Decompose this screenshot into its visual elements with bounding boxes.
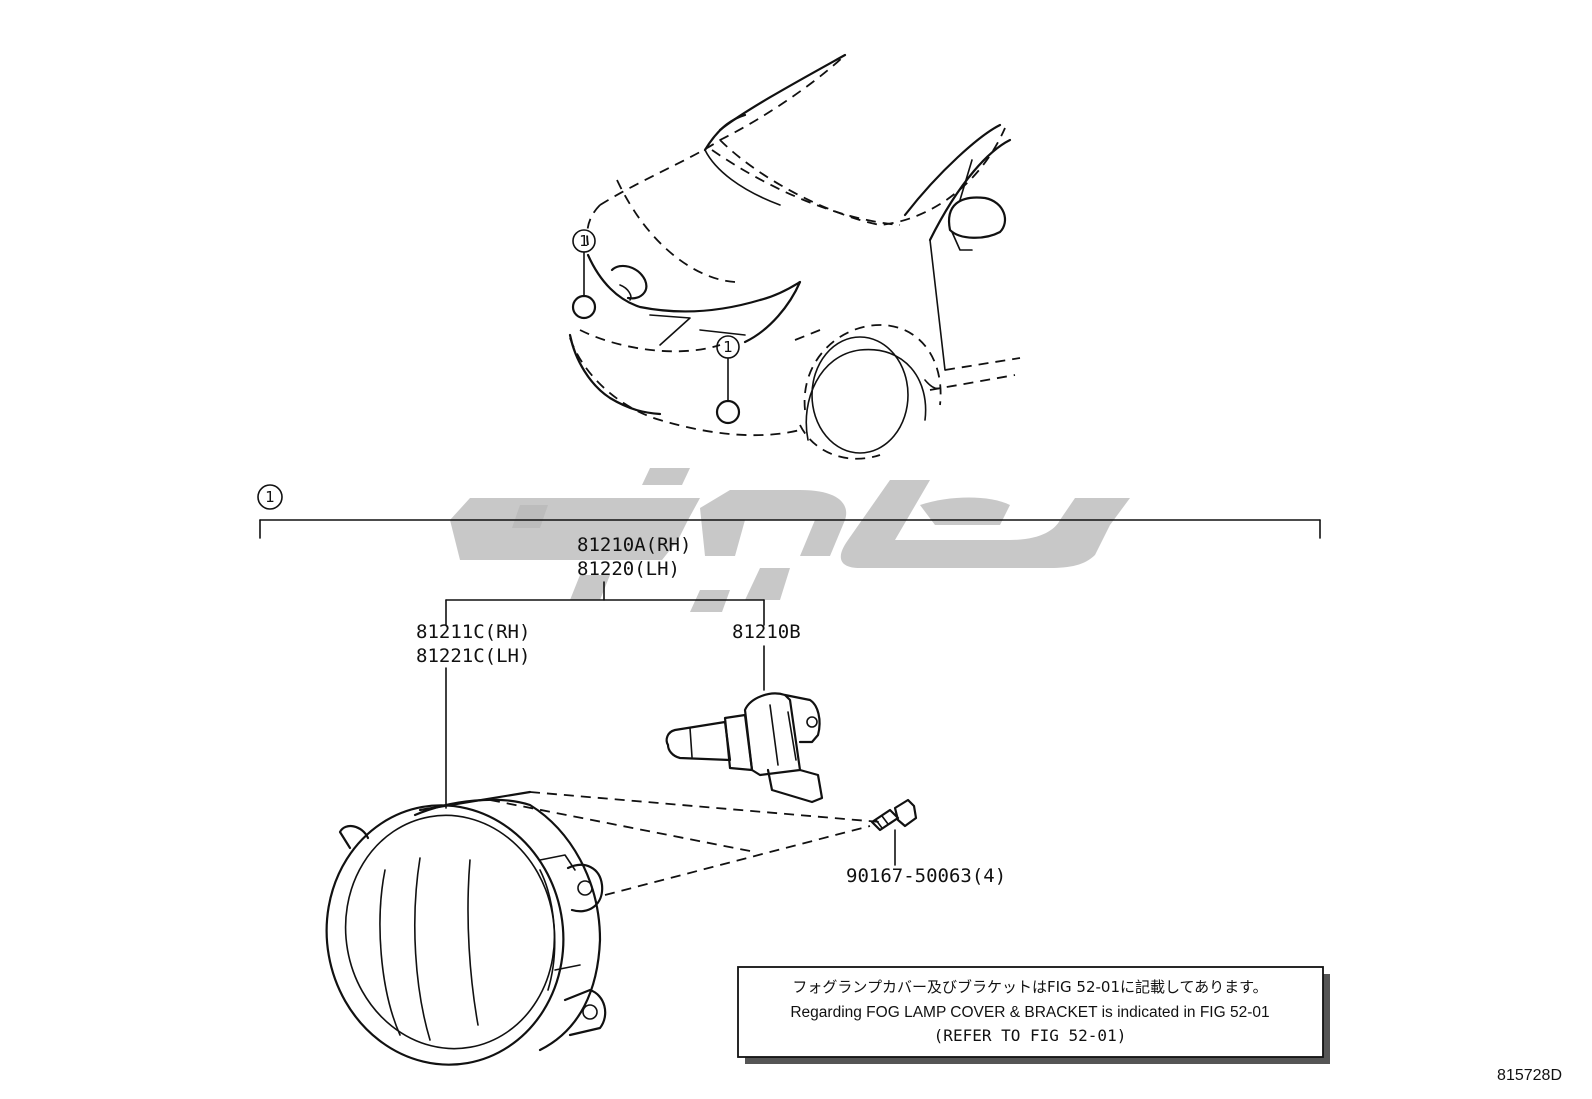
label-screw: 90167-50063(4)	[846, 865, 1006, 887]
car-front-illustration: 1 1	[568, 53, 1021, 460]
fog-lamp-illustration	[325, 790, 881, 1066]
figure-id: 815728D	[1497, 1067, 1562, 1084]
callout-ref-top-right: 1	[723, 338, 733, 356]
callout-ref-assembly: 1	[265, 488, 275, 506]
label-housing-lh: 81221C(LH)	[416, 645, 530, 667]
note-reference: (REFER TO FIG 52-01)	[934, 1026, 1127, 1045]
note-japanese: フォグランプカバー及びブラケットはFIG 52-01に記載してあります。	[792, 978, 1267, 996]
label-housing-rh: 81211C(RH)	[416, 621, 530, 643]
callout-ref-top-left: 1	[579, 232, 589, 250]
label-assembly-rh: 81210A(RH)	[577, 534, 691, 556]
watermark-logo	[450, 468, 1130, 612]
part-labels: 81210A(RH) 81220(LH) 81211C(RH) 81221C(L…	[416, 534, 1006, 887]
label-assembly-lh: 81220(LH)	[577, 558, 680, 580]
note-box: フォグランプカバー及びブラケットはFIG 52-01に記載してあります。 Reg…	[737, 966, 1330, 1064]
bulb-illustration	[665, 692, 824, 804]
note-english: Regarding FOG LAMP COVER & BRACKET is in…	[790, 1004, 1269, 1021]
screw-illustration	[870, 798, 918, 832]
label-bulb: 81210B	[732, 621, 801, 643]
assembly-bracket: 1	[257, 484, 1321, 539]
